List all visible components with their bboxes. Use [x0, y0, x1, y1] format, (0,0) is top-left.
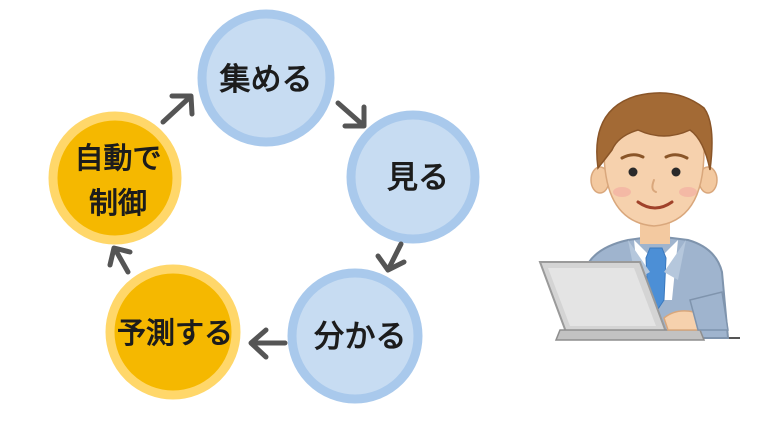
- arrow-collect-to-view: [335, 100, 367, 129]
- eyebrow-left: [620, 153, 645, 160]
- laptop-screen-shine: [548, 268, 656, 326]
- laptop-base: [554, 329, 706, 341]
- node-control: 自動で 制御: [48, 111, 182, 245]
- office-worker-illustration: [538, 92, 740, 341]
- cycle-arrows: [107, 93, 407, 360]
- node-understand: 分かる: [287, 268, 423, 404]
- node-view: 見る: [346, 110, 480, 244]
- node-predict-circle: [105, 264, 241, 400]
- node-view-label: 見る: [387, 160, 449, 196]
- smile: [636, 200, 674, 210]
- arrow-control-to-collect: [160, 93, 195, 125]
- sleeve: [689, 291, 729, 331]
- node-understand-label: 分かる: [314, 319, 407, 355]
- node-view-circle: [346, 110, 480, 244]
- node-collect-circle: [197, 9, 335, 147]
- node-control-circle: [48, 111, 182, 245]
- node-collect: 集める: [197, 9, 335, 147]
- lapel-right: [664, 240, 686, 280]
- node-control-label-line2: 制御: [89, 186, 147, 220]
- cheek-right: [679, 187, 697, 197]
- node-understand-circle: [287, 268, 423, 404]
- node-collect-label: 集める: [219, 62, 313, 98]
- cheek-left: [613, 187, 631, 197]
- arrow-view-to-understand: [375, 241, 407, 273]
- node-control-label-line1: 自動で: [74, 141, 161, 175]
- cycle-diagram: 集める 見る 分かる 予測する 自動で 制御: [48, 9, 480, 404]
- hair: [596, 92, 713, 171]
- eye-left: [628, 167, 638, 177]
- eyebrow-right: [664, 153, 689, 160]
- nose: [651, 179, 657, 193]
- lapel-left: [628, 240, 650, 280]
- arrow-predict-to-control: [107, 245, 133, 275]
- arrow-understand-to-predict: [248, 327, 288, 360]
- node-predict: 予測する: [105, 264, 241, 400]
- eye-right: [671, 167, 681, 177]
- node-predict-label: 予測する: [117, 316, 233, 350]
